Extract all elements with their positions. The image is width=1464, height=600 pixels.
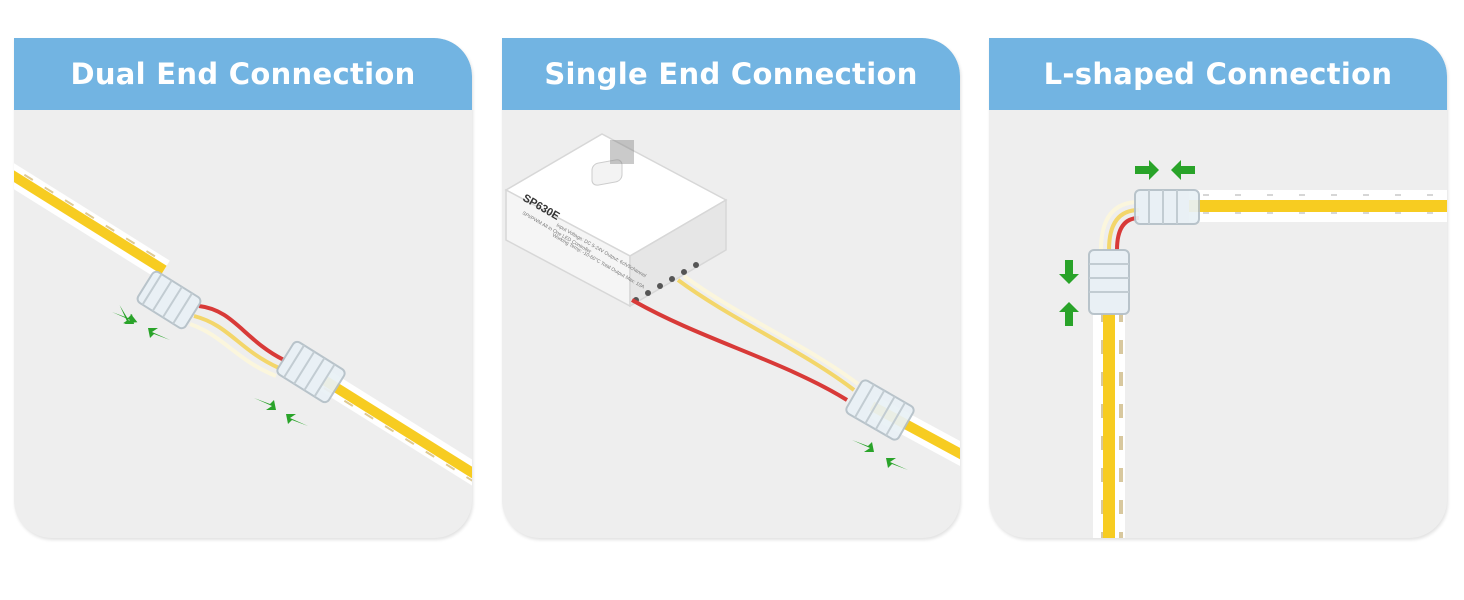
panel-l-shaped: L-shaped Connection: [989, 38, 1447, 538]
panel-dual-end: Dual End Connection: [14, 38, 472, 538]
panel-single-end: Single End Connection SP630E SPI/PWM All…: [502, 38, 960, 538]
led-controller: SP630E SPI/PWM All in One LED Controller…: [504, 133, 728, 308]
panel-title: L-shaped Connection: [1043, 57, 1393, 91]
led-strip-left: [14, 163, 170, 280]
led-strip-horizontal: [1189, 190, 1447, 222]
connector-horizontal: [1134, 189, 1200, 225]
panel-header: Dual End Connection: [14, 38, 472, 110]
panel-title: Single End Connection: [544, 57, 918, 91]
led-strip-right: [318, 370, 472, 486]
connector: [845, 379, 915, 441]
led-strip-vertical: [1093, 314, 1125, 538]
panel-header: L-shaped Connection: [989, 38, 1447, 110]
connection-wires: [189, 304, 285, 378]
push-arrow-icon: [112, 305, 308, 426]
push-arrow-icon: [1059, 160, 1195, 326]
dual-end-illustration: [14, 110, 472, 538]
connection-wires: [631, 274, 860, 402]
l-shaped-illustration: [989, 110, 1447, 538]
connector-right: [276, 340, 346, 404]
connector-left: [136, 270, 202, 330]
panel-header: Single End Connection: [502, 38, 960, 110]
push-arrow-icon: [852, 440, 908, 470]
panel-title: Dual End Connection: [70, 57, 416, 91]
single-end-illustration: SP630E SPI/PWM All in One LED Controller…: [502, 110, 960, 538]
connection-wires: [1099, 200, 1140, 251]
connector-vertical: [1088, 249, 1130, 315]
